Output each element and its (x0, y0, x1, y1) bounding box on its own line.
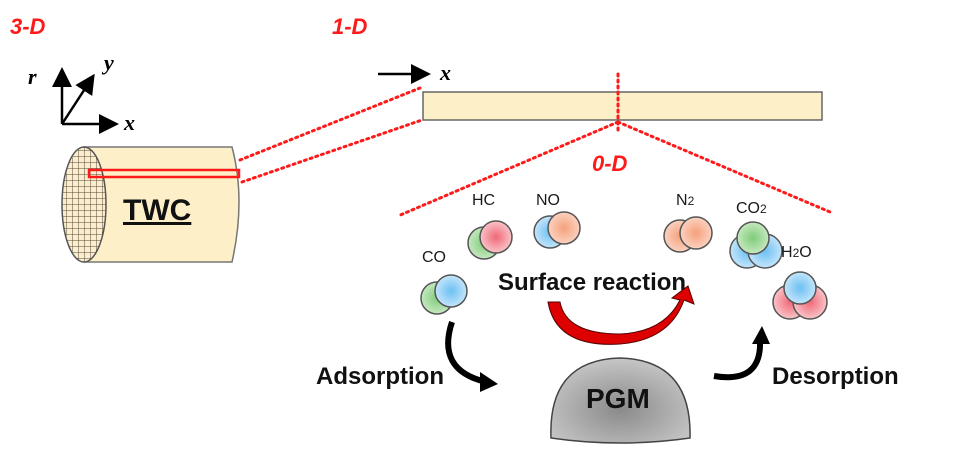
molecule-no-icon (533, 211, 581, 249)
molecule-co-icon (420, 274, 468, 315)
molecule-co2-icon (729, 221, 783, 269)
molecule-co-label: CO (422, 249, 446, 266)
molecule-no-label: NO (536, 192, 560, 209)
label-0d: 0-D (592, 151, 628, 176)
channel-highlight (87, 168, 241, 179)
axis-1d-x-label: x (439, 60, 451, 85)
label-1d: 1-D (332, 14, 368, 39)
pgm-label: PGM (586, 383, 650, 414)
axis-y-label: y (101, 50, 114, 75)
projection-line-bottom (240, 118, 424, 184)
adsorption-label: Adsorption (316, 363, 444, 390)
axes-3d-icon (52, 67, 119, 134)
molecule-h2o-icon (772, 271, 828, 320)
zoom-line-left (396, 120, 620, 218)
surface-reaction-arrow-icon (547, 285, 695, 345)
adsorption-arrow-icon (445, 321, 487, 385)
axis-r-label: r (28, 64, 37, 89)
molecule-hc-icon (467, 220, 513, 260)
twc-label: TWC (123, 194, 191, 227)
monolith-mesh-face (61, 146, 107, 263)
channel-1d (422, 91, 823, 121)
label-3d: 3-D (10, 14, 46, 39)
molecule-co2-label: CO2 (736, 200, 767, 217)
desorption-arrow-icon (713, 339, 764, 381)
projection-line-top (238, 86, 422, 162)
adsorption-arrowhead-icon (480, 372, 498, 392)
zoom-line-right (616, 120, 832, 214)
surface-reaction-label: Surface reaction (498, 269, 686, 296)
molecule-h2o-label: H2O (781, 244, 812, 261)
axis-x-label: x (123, 110, 135, 135)
desorption-label: Desorption (772, 363, 899, 390)
molecule-hc-label: HC (472, 192, 495, 209)
molecule-n2-label: N2 (676, 192, 695, 209)
pgm-dome (550, 357, 691, 444)
twc-cylinder (61, 146, 241, 263)
molecule-n2-icon (663, 216, 713, 253)
desorption-arrowhead-icon (752, 326, 770, 344)
